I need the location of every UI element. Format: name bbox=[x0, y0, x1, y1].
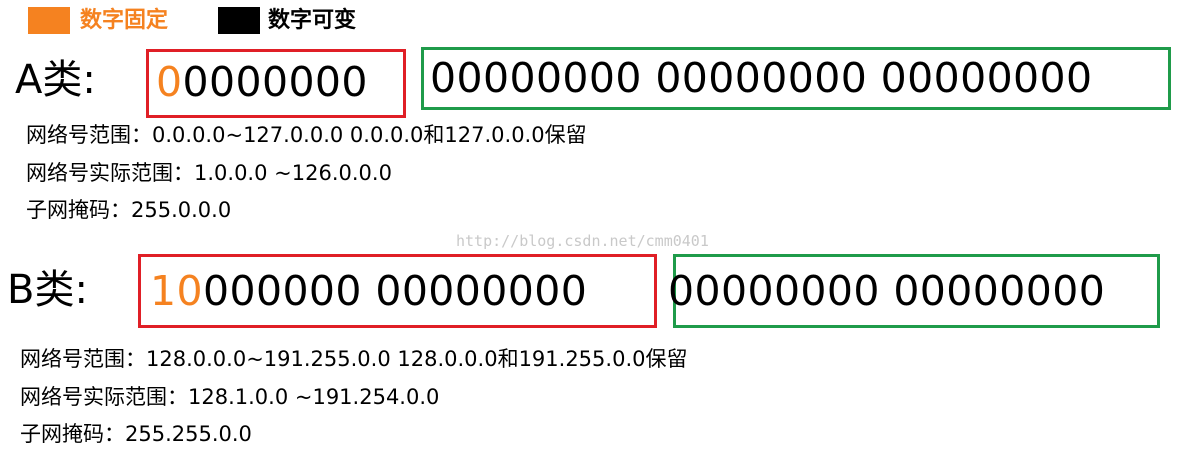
class-b-fixed-bits: 10 bbox=[150, 267, 203, 315]
legend-fixed-label: 数字固定 bbox=[80, 8, 169, 33]
class-a-network-box bbox=[146, 49, 406, 118]
class-b-network-box bbox=[138, 254, 657, 328]
legend-variable-label: 数字可变 bbox=[268, 8, 357, 33]
class-a-info-range: 网络号范围：0.0.0.0~127.0.0.0 0.0.0.0和127.0.0.… bbox=[26, 123, 587, 147]
class-a-variable-bits: 0000000 bbox=[182, 58, 368, 106]
class-b-info-mask: 子网掩码：255.255.0.0 bbox=[20, 422, 252, 446]
class-b-info-range: 网络号范围：128.0.0.0~191.255.0.0 128.0.0.0和19… bbox=[20, 347, 688, 371]
class-a-host-box bbox=[421, 47, 1171, 110]
class-b-variable-bits: 000000 00000000 bbox=[202, 267, 588, 315]
class-a-label: A类: bbox=[15, 57, 96, 103]
class-b-info-actual-range: 网络号实际范围：128.1.0.0 ~191.254.0.0 bbox=[20, 385, 440, 409]
legend-variable-swatch bbox=[218, 7, 260, 34]
class-a-network-bits: 00000000 bbox=[156, 57, 368, 107]
legend-fixed-swatch bbox=[28, 7, 70, 34]
class-a-info-mask: 子网掩码：255.0.0.0 bbox=[26, 198, 232, 222]
class-b-host-box bbox=[673, 254, 1160, 328]
class-a-info-actual-range: 网络号实际范围：1.0.0.0 ~126.0.0.0 bbox=[26, 161, 392, 185]
class-a-host-bits: 00000000 00000000 00000000 bbox=[430, 54, 1093, 102]
watermark: http://blog.csdn.net/cmm0401 bbox=[456, 232, 709, 250]
class-a-fixed-bit: 0 bbox=[156, 58, 183, 106]
class-b-host-bits: 00000000 00000000 bbox=[668, 267, 1106, 315]
class-b-label: B类: bbox=[7, 267, 88, 313]
class-b-network-bits: 10000000 00000000 bbox=[150, 266, 587, 316]
